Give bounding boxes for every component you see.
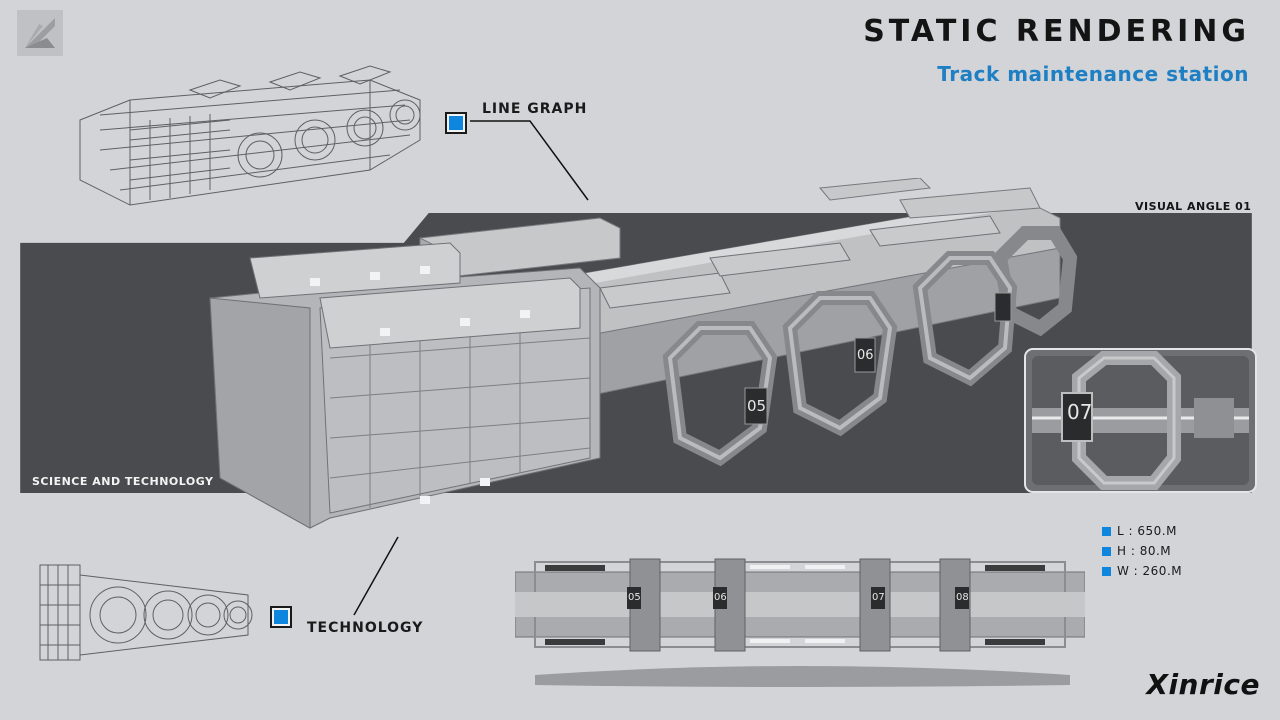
top-view-ring-07: 07 — [872, 592, 885, 603]
signature-logo: Xinrice — [1146, 668, 1260, 701]
technology-marker — [270, 606, 292, 628]
line-graph-marker — [445, 112, 467, 134]
station-render-main — [209, 178, 1078, 529]
detail-ring-number: 07 — [1067, 400, 1093, 424]
bullet-icon — [1102, 527, 1111, 536]
technology-leader — [353, 536, 399, 616]
science-technology-label: SCIENCE AND TECHNOLOGY — [32, 475, 214, 488]
top-view-ring-05: 05 — [628, 592, 641, 603]
bullet-icon — [1102, 547, 1111, 556]
visual-angle-label: VISUAL ANGLE 01 — [1135, 200, 1252, 213]
bullet-icon — [1102, 567, 1111, 576]
line-graph-leader — [470, 120, 589, 201]
wireframe-view-front — [39, 564, 253, 661]
page-subtitle: Track maintenance station — [937, 62, 1249, 86]
dimension-length: L : 650.M — [1102, 524, 1177, 538]
page-title: STATIC RENDERING — [863, 14, 1250, 49]
dimension-height: H : 80.M — [1102, 544, 1171, 558]
ring-number-06: 06 — [857, 348, 874, 363]
technology-label: TECHNOLOGY — [307, 620, 424, 636]
station-top-view — [515, 558, 1085, 687]
line-graph-label: LINE GRAPH — [482, 101, 588, 117]
top-view-ring-06: 06 — [714, 592, 727, 603]
detail-inset — [1024, 348, 1257, 493]
corner-logo-icon — [17, 10, 63, 56]
wireframe-view-top — [79, 65, 421, 206]
ring-number-05: 05 — [747, 397, 767, 415]
dimension-width: W : 260.M — [1102, 564, 1182, 578]
top-view-ring-08: 08 — [956, 592, 969, 603]
